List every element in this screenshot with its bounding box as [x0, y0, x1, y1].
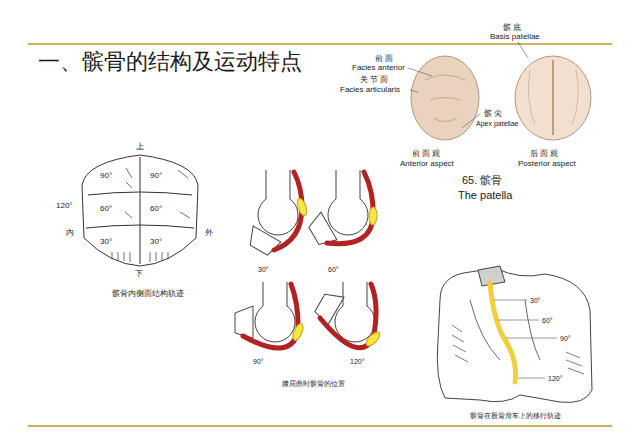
trochlea-figure — [470, 300, 540, 360]
angle-label: 90° — [150, 172, 162, 180]
direction-label: 外 — [205, 229, 213, 237]
angle-label: 60° — [150, 205, 162, 213]
angle-label: 120° — [548, 375, 562, 382]
knee-panels — [312, 288, 344, 325]
patella-figure — [515, 56, 591, 140]
figure-caption: 髌骨在股骨滑车上的移行轨迹 — [470, 412, 561, 419]
figure-caption: 膝屈曲时髌骨的位置 — [282, 380, 345, 387]
patella-figure — [410, 90, 418, 92]
patella-figure — [528, 70, 578, 125]
trochlea-figure — [494, 300, 557, 378]
angle-label: 30° — [258, 266, 269, 273]
part-label: 髌 尖 — [484, 110, 502, 118]
part-label: 关 节 面 — [360, 76, 388, 84]
patella-inner-surface — [82, 155, 198, 266]
angle-label: 90° — [253, 358, 264, 365]
patella-figure — [518, 42, 528, 58]
angle-label: 60° — [542, 317, 553, 324]
knee-panels — [244, 226, 281, 258]
patella-figure — [552, 60, 554, 135]
trochlea-figure — [437, 268, 592, 403]
direction-label: 内 — [66, 229, 74, 237]
patella-inner-surface — [86, 225, 194, 228]
part-label: Basis patellae — [490, 33, 540, 41]
view-label: Anterior aspect — [400, 160, 454, 168]
figure-number: 65. 髌骨 — [462, 175, 502, 186]
knee-panels — [235, 170, 382, 348]
view-label: 后 面 观 — [530, 150, 558, 158]
knee-panels — [235, 306, 253, 338]
part-label: 前 面 — [375, 55, 393, 63]
patella-inner-surface — [125, 168, 190, 218]
part-label: Apex patellae — [476, 120, 518, 127]
trochlea-figure — [498, 320, 539, 321]
trochlea-figure — [490, 282, 516, 382]
trochlea-figure — [506, 338, 557, 339]
knee-panels — [274, 172, 302, 250]
patella-inner-surface — [88, 192, 192, 195]
patella-figure — [408, 42, 528, 128]
patella-figure — [425, 75, 465, 122]
trochlea-figure — [437, 266, 592, 403]
knee-panels — [327, 172, 373, 244]
knee-panels — [291, 322, 305, 342]
angle-label: 60° — [328, 266, 339, 273]
angle-label: 60° — [100, 205, 112, 213]
angle-label: 30° — [530, 297, 541, 304]
slide-rules — [28, 44, 612, 426]
knee-panels — [364, 330, 382, 349]
patella-inner-surface — [82, 155, 198, 266]
trochlea-figure — [518, 378, 545, 379]
angle-label: 120° — [350, 358, 364, 365]
knee-panels — [328, 170, 368, 235]
view-label: Posterior aspect — [518, 160, 576, 168]
part-label: Facies articularis — [340, 86, 400, 94]
slide-rules — [28, 43, 612, 45]
direction-label: 下 — [135, 270, 143, 278]
knee-panels — [369, 207, 378, 225]
angle-label: 30° — [100, 238, 112, 246]
part-label: Facies anterior — [352, 64, 405, 72]
trochlea-figure — [494, 300, 527, 301]
part-label: 髌 底 — [503, 24, 521, 32]
angle-label: 90° — [100, 172, 112, 180]
figure-caption: 髌骨内侧面结构轨迹 — [112, 290, 184, 298]
angle-label: 90° — [560, 335, 571, 342]
figure-title: The patella — [458, 190, 512, 201]
knee-panels — [295, 197, 308, 217]
knee-panels — [320, 284, 376, 348]
slide-rules — [28, 425, 612, 427]
knee-panels — [255, 282, 295, 342]
knee-panels — [335, 282, 375, 342]
view-label: 前 面 观 — [412, 150, 440, 158]
angle-label: 30° — [150, 238, 162, 246]
angle-label: 120° — [56, 202, 73, 210]
patella-figure — [411, 56, 479, 140]
patella-inner-surface — [112, 252, 168, 262]
slide-title: 一、髌骨的结构及运动特点 — [38, 50, 302, 74]
knee-panels — [258, 170, 298, 235]
patella-figure — [408, 68, 432, 76]
trochlea-figure — [452, 325, 584, 374]
direction-label: 上 — [136, 143, 144, 151]
patella-figure — [408, 42, 591, 140]
patella-inner-surface — [140, 157, 141, 264]
knee-panels — [243, 284, 298, 348]
